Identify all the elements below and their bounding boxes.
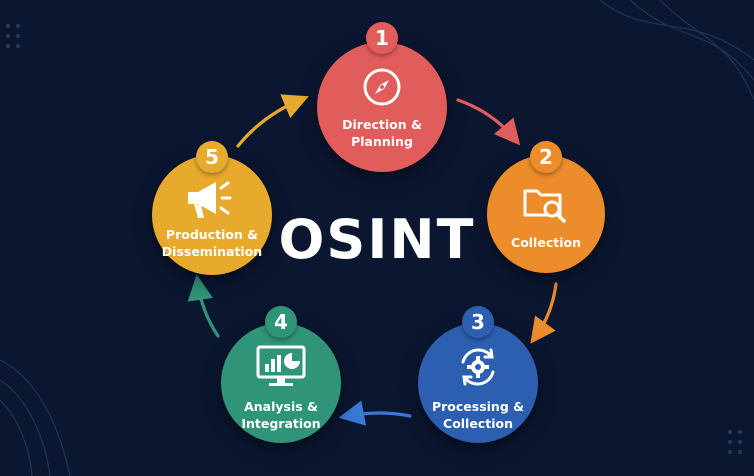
stage-1-circle <box>317 42 447 172</box>
stage-1-label-line1: Direction & <box>342 117 422 132</box>
stage-4-label-line2: Integration <box>241 416 321 431</box>
stage-3-badge: 3 <box>462 306 494 338</box>
stage-4-label: Analysis & Integration <box>211 398 351 432</box>
folder-search-icon <box>523 189 566 223</box>
stage-5-label: Production & Dissemination <box>142 226 282 260</box>
diagram-title: OSINT <box>278 208 476 271</box>
stage-3-label-line2: Collection <box>443 416 513 431</box>
stage-3-label: Processing & Collection <box>408 398 548 432</box>
stage-2-label-line1: Collection <box>511 235 581 250</box>
gear-cycle-icon <box>461 348 495 386</box>
compass-icon <box>363 68 401 106</box>
arrow-2-to-3 <box>530 282 558 344</box>
stage-4-badge: 4 <box>265 306 297 338</box>
stage-5-label-line1: Production & <box>165 227 259 242</box>
stage-5-badge: 5 <box>196 141 228 173</box>
stage-5-circle <box>152 155 272 275</box>
arrow-5-to-1 <box>236 94 309 148</box>
monitor-chart-icon <box>256 345 306 386</box>
arrow-4-to-5 <box>187 274 220 338</box>
stage-1-label-line2: Planning <box>351 134 413 149</box>
arrow-3-to-4 <box>338 400 412 426</box>
stage-1-badge: 1 <box>366 22 398 54</box>
stage-2-badge: 2 <box>530 141 562 173</box>
stage-3-label-line1: Processing & <box>431 399 525 414</box>
stage-1-label: Direction & Planning <box>312 116 452 150</box>
stage-5-label-line2: Dissemination <box>161 244 263 259</box>
arrow-1-to-2 <box>456 98 521 146</box>
stage-4-label-line1: Analysis & <box>244 399 318 414</box>
megaphone-icon <box>188 181 232 218</box>
stage-2-label: Collection <box>476 234 616 251</box>
